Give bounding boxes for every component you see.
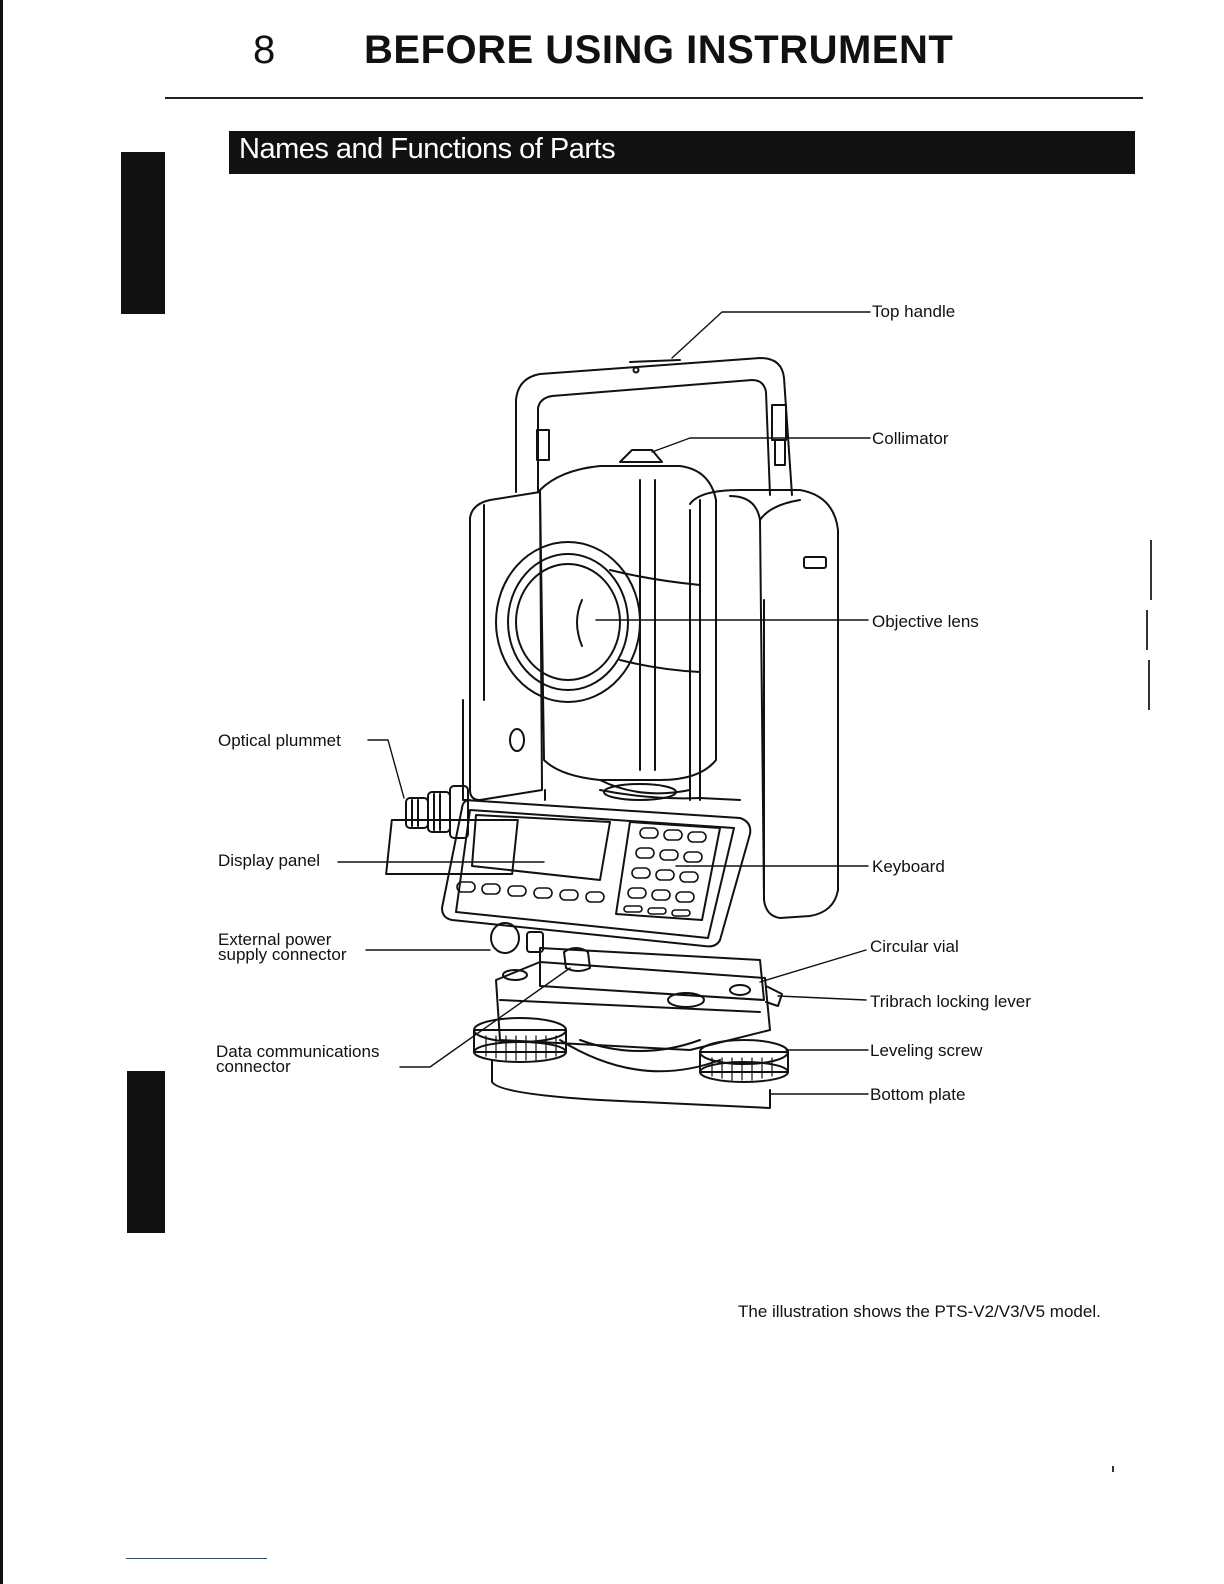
thumb-tab-top — [121, 152, 165, 314]
collimator-shape — [619, 449, 663, 463]
label-external-power-line1: External power — [218, 930, 332, 949]
section-heading-bar: Names and Functions of Parts — [229, 131, 1135, 174]
label-optical-plummet: Optical plummet — [218, 731, 341, 750]
leader-lines — [337, 311, 871, 1095]
label-data-comm-line2: connector — [216, 1057, 291, 1076]
page-number: 8 — [253, 28, 276, 72]
label-objective-lens: Objective lens — [872, 612, 979, 631]
label-collimator: Collimator — [872, 429, 949, 448]
right-standard — [689, 489, 839, 919]
label-external-power: External power supply connector — [218, 930, 347, 964]
label-keyboard: Keyboard — [872, 857, 945, 876]
left-standard — [462, 491, 543, 801]
page-edge — [0, 0, 3, 1584]
label-tribrach-locking-lever: Tribrach locking lever — [870, 992, 1031, 1011]
label-external-power-line2: supply connector — [218, 945, 347, 964]
section-title: Names and Functions of Parts — [239, 133, 616, 165]
leveling-screw-shape — [473, 1017, 789, 1083]
figure-caption: The illustration shows the PTS-V2/V3/V5 … — [738, 1302, 1101, 1321]
label-top-handle: Top handle — [872, 302, 956, 321]
header-divider — [165, 97, 1143, 99]
scan-artifact — [1150, 540, 1152, 600]
bottom-plate-shape — [491, 1039, 771, 1109]
top-handle-shape — [515, 357, 793, 496]
scan-artifact — [1148, 660, 1150, 710]
label-bottom-plate: Bottom plate — [870, 1085, 966, 1104]
label-leveling-screw: Leveling screw — [870, 1041, 983, 1060]
footer-divider — [126, 1558, 267, 1559]
thumb-tab-bottom — [127, 1071, 165, 1233]
scan-artifact — [1112, 1466, 1114, 1472]
objective-lens-shape — [495, 541, 641, 703]
tribrach-shape — [490, 922, 783, 1052]
control-panel-shape — [385, 799, 752, 948]
label-display-panel: Display panel — [218, 851, 321, 870]
page-title: BEFORE USING INSTRUMENT — [364, 28, 954, 72]
optical-plummet-shape — [405, 785, 469, 839]
label-data-communications: Data communications connector — [216, 1042, 380, 1076]
label-circular-vial: Circular vial — [870, 937, 959, 956]
scan-artifact — [1146, 610, 1148, 650]
alidade-body — [544, 783, 741, 801]
label-data-comm-line1: Data communications — [216, 1042, 380, 1061]
